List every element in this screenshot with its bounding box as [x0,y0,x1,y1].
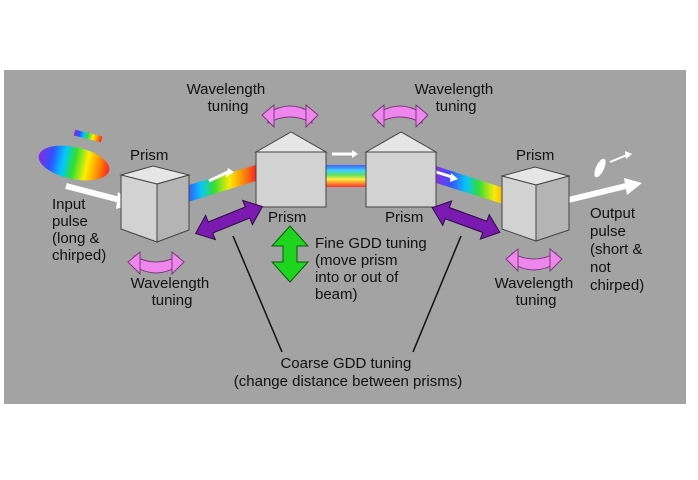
input-pulse-line-1: Input [52,196,86,213]
beam-2-3 [326,165,368,187]
output-pulse-line-4: not [590,259,612,276]
wavelength-tuning-top-right-label: Wavelength tuning [415,81,498,115]
double-arrow-icon [431,200,501,240]
input-pulse-line-4: chirped) [52,247,106,264]
beam-arrow-c-head [450,173,458,182]
ellipse-icon [594,158,606,178]
beam-arrow-a [208,170,229,183]
prism-2 [254,131,328,208]
beam-3-4 [436,166,522,210]
wavelength-tuning-top-left-label: Wavelength tuning [187,81,270,115]
wavelength-tuning-top-left-line-2: tuning [208,98,249,115]
wavelength-tuning-top-left-line-1: Wavelength [187,81,266,98]
wavelength-tuning-bottom-right-line-2: tuning [516,292,557,309]
curved-double-arrow-icon [505,247,563,273]
prism-4 [500,166,571,242]
small-spectrum-icon [73,129,103,143]
fine-gdd-line-4: beam) [315,286,358,303]
curved-double-arrow-icon [127,250,185,276]
output-small-arrow-head [625,151,632,159]
prism-2-label: Prism [268,209,306,226]
beam-arrow-a-head [226,168,234,177]
prism-4-label: Prism [516,147,554,164]
wavelength-tuning-bottom-right-label: Wavelength tuning [495,275,578,309]
prism-1 [119,165,191,243]
prism-1-label: Prism [130,147,168,164]
vertical-double-arrow-icon [270,225,310,283]
coarse-gdd-label: Coarse GDD tuning (change distance betwe… [234,355,462,390]
coarse-pointer-left [232,235,283,353]
rainbow-ellipse-icon [38,145,110,181]
fine-gdd-line-1: Fine GDD tuning [315,235,427,252]
input-pulse-line-3: (long & [52,230,100,247]
output-pulse-line-5: chirped) [590,277,644,294]
coarse-gdd-line-1: Coarse GDD tuning [280,355,411,372]
curved-double-arrow-icon [371,103,429,129]
diagram-panel [4,70,686,404]
beam-arrow-b-head [352,150,358,158]
output-pulse-label: Output pulse (short & not chirped) [590,205,647,294]
wavelength-tuning-bottom-left-line-2: tuning [152,292,193,309]
fine-gdd-line-3: into or out of [315,269,399,286]
coarse-pointer-right [412,235,462,353]
wavelength-tuning-bottom-left-label: Wavelength tuning [131,275,214,309]
fine-gdd-label: Fine GDD tuning (move prism into or out … [315,235,431,303]
prism-3-label: Prism [385,209,423,226]
input-beam-arrow [65,183,121,203]
output-small-arrow [609,154,628,163]
beam-1-2 [172,165,256,207]
wavelength-tuning-bottom-right-line-1: Wavelength [495,275,574,292]
input-pulse-label: Input pulse (long & chirped) [52,196,106,264]
output-pulse-line-1: Output [590,205,636,222]
wavelength-tuning-top-right-line-1: Wavelength [415,81,494,98]
curved-double-arrow-icon [261,103,319,129]
prism-3 [364,131,438,208]
fine-gdd-line-2: (move prism [315,252,398,269]
output-pulse-line-3: (short & [590,241,643,258]
output-pulse-line-2: pulse [590,223,626,240]
double-arrow-icon [194,199,264,241]
wavelength-tuning-bottom-left-line-1: Wavelength [131,275,210,292]
input-pulse-line-2: pulse [52,213,88,230]
output-beam-arrow-head [624,178,642,195]
wavelength-tuning-top-right-line-2: tuning [436,98,477,115]
coarse-gdd-line-2: (change distance between prisms) [234,373,462,390]
